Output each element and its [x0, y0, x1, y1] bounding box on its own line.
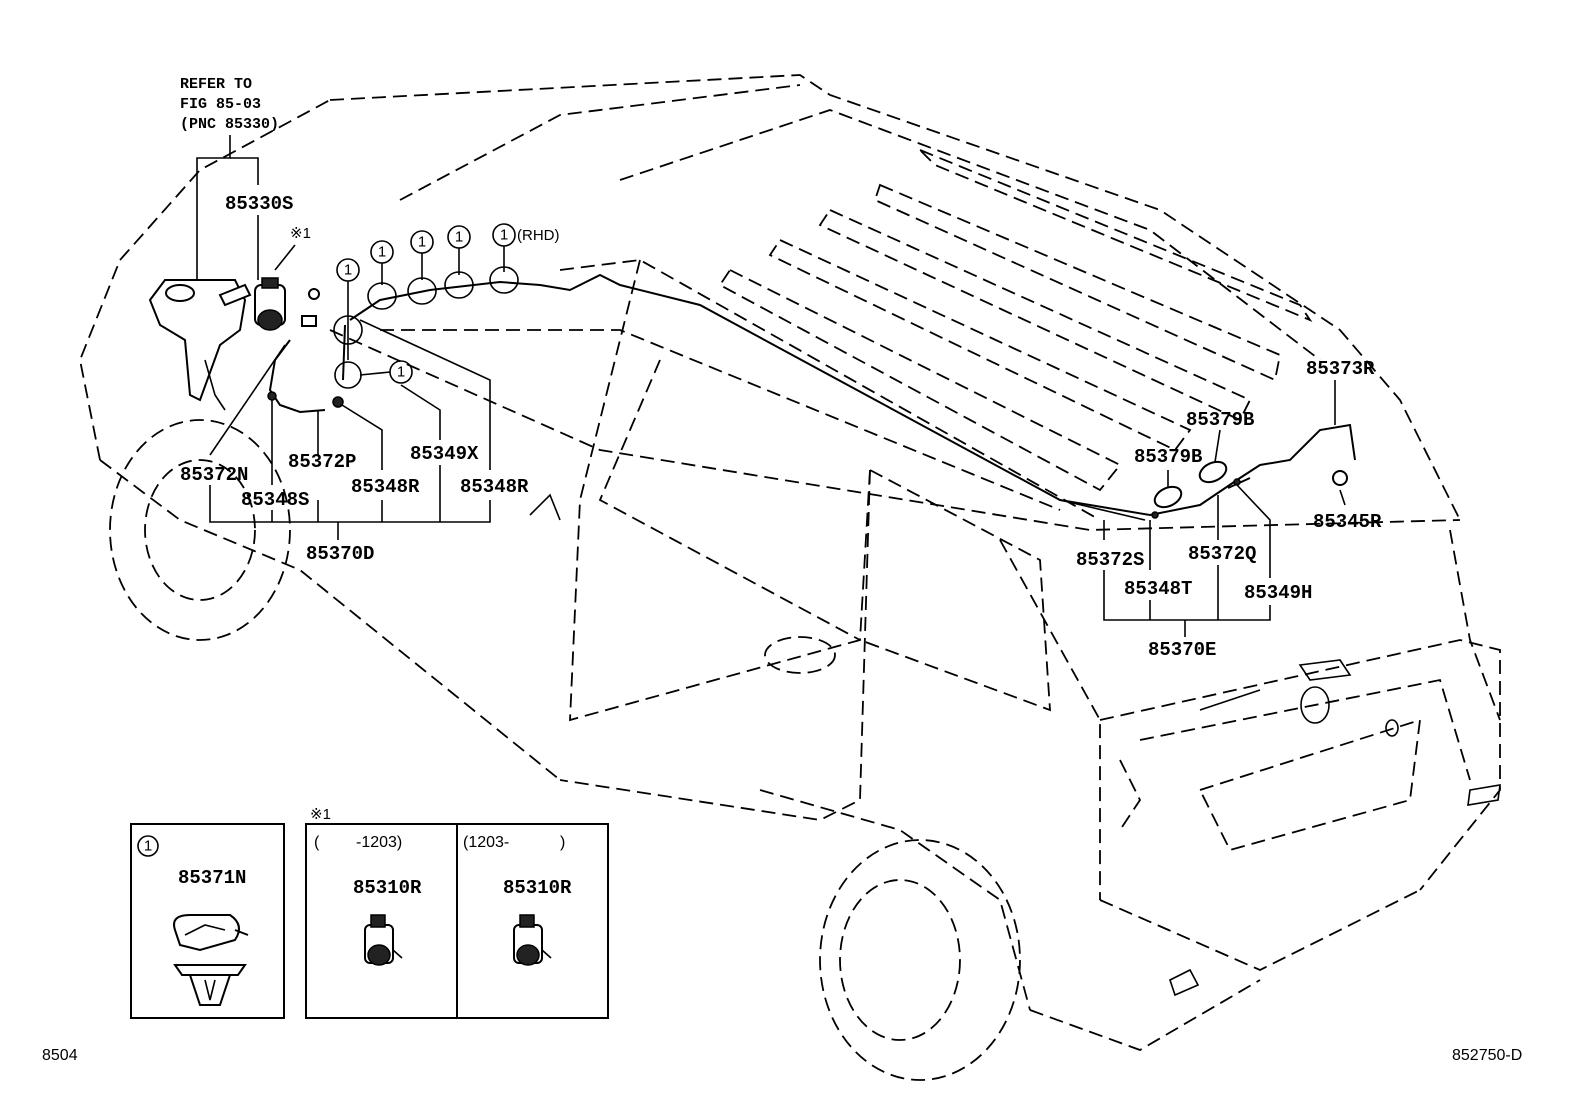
label-85379b-lower: 85379B	[1134, 446, 1202, 468]
label-85370e: 85370E	[1148, 639, 1216, 661]
range-before-1203: -1203)	[356, 834, 402, 851]
clamp-number: 1	[500, 227, 508, 244]
hose-85372n	[268, 339, 326, 414]
pump-icon	[364, 914, 403, 966]
inset-box-pump: ※1 ( -1203) 85310R (1203- ) 85310R	[305, 806, 609, 1019]
label-85373r: 85373R	[1306, 358, 1375, 380]
label-85348s: 85348S	[241, 489, 309, 511]
clamp-number: 1	[344, 262, 352, 279]
label-85370d: 85370D	[306, 543, 374, 565]
pump-icon	[513, 914, 552, 966]
inset-clamp-number: 1	[144, 838, 152, 855]
label-85372n: 85372N	[180, 464, 248, 486]
label-85310r-late: 85310R	[503, 877, 572, 899]
label-85310r-early: 85310R	[353, 877, 422, 899]
label-85348r-front: 85348R	[351, 476, 420, 498]
label-85372s: 85372S	[1076, 549, 1144, 571]
label-85349x: 85349X	[410, 443, 479, 465]
label-85371n: 85371N	[178, 867, 246, 889]
label-85372p: 85372P	[288, 451, 356, 473]
vehicle-outline	[79, 74, 1501, 1081]
washer-reservoir	[148, 279, 252, 411]
washer-pump-85330s	[254, 277, 286, 331]
range-close: )	[560, 834, 565, 851]
inset-box-clamp: 1 85371N	[130, 823, 285, 1019]
grommet-icon	[308, 288, 320, 300]
inset-mark-note: ※1	[310, 806, 331, 823]
figure-code-right: 852750-D	[1452, 1047, 1522, 1064]
label-85348r-rear: 85348R	[460, 476, 529, 498]
clamp-markers: 1 1 1 1 1 1	[333, 223, 519, 389]
clamp-number: 1	[378, 244, 386, 261]
figure-code-left: 8504	[42, 1047, 78, 1064]
label-85348t: 85348T	[1124, 578, 1192, 600]
range-open: (	[314, 834, 320, 851]
clamp-number: 1	[418, 234, 426, 251]
callout-leaders	[196, 135, 1346, 637]
label-85345r: 85345R	[1313, 511, 1382, 533]
label-85379b-upper: 85379B	[1186, 409, 1254, 431]
range-after-1203: (1203-	[463, 834, 509, 851]
rhd-label: (RHD)	[517, 227, 560, 244]
clamp-number: 1	[397, 364, 405, 381]
label-85349h: 85349H	[1244, 582, 1312, 604]
refer-text-3: (PNC 85330)	[180, 116, 279, 133]
refer-text-1: REFER TO	[180, 76, 252, 93]
label-85330s: 85330S	[225, 193, 293, 215]
refer-text-2: FIG 85-03	[180, 96, 261, 113]
rear-hose-parts	[1151, 460, 1348, 519]
clip-icon	[301, 315, 317, 327]
clamp-number: 1	[455, 229, 463, 246]
washer-hose-route	[342, 273, 1356, 521]
mark-note-1: ※1	[290, 225, 311, 242]
label-85372q: 85372Q	[1188, 543, 1256, 565]
